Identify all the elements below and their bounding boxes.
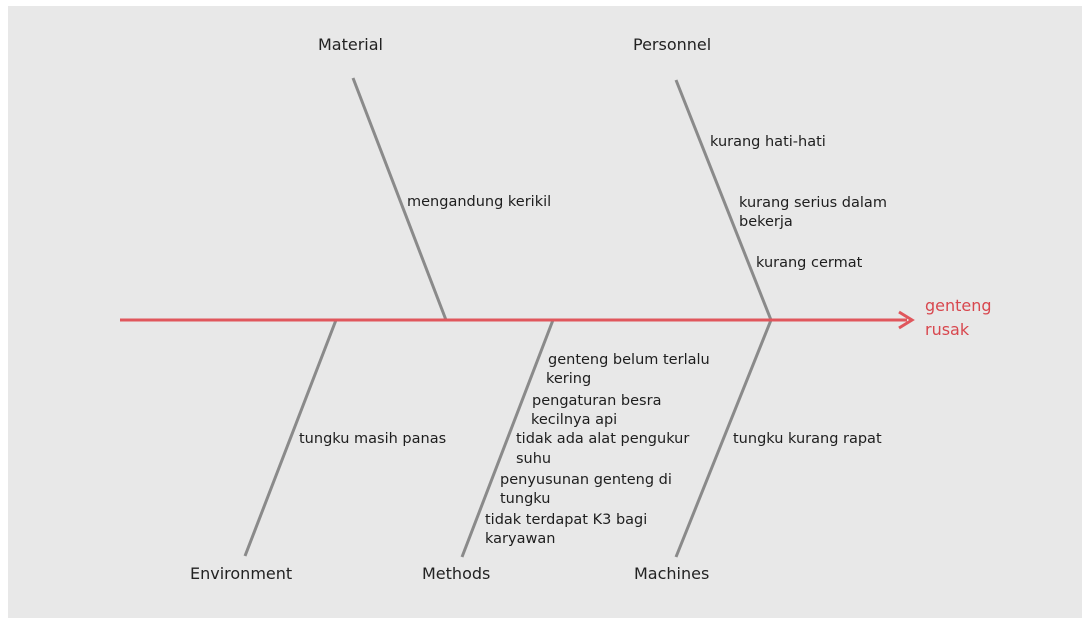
cause-machines-1: tungku kurang rapat <box>733 431 882 447</box>
cause-methods-4-line1: penyusunan genteng di <box>500 472 672 488</box>
bone-personnel <box>674 79 773 321</box>
effect-label-line1: genteng <box>925 296 992 315</box>
bone-machines <box>674 319 773 558</box>
category-material-label: Material <box>318 35 383 54</box>
cause-personnel-2-line1: kurang serius dalam <box>739 195 887 211</box>
category-environment-label: Environment <box>190 564 293 583</box>
cause-methods-2-line1: pengaturan besra <box>532 393 662 409</box>
cause-methods-2-line2: kecilnya api <box>531 412 618 428</box>
cause-personnel-2-line2: bekerja <box>739 214 793 230</box>
bone-methods <box>460 319 555 558</box>
category-methods-label: Methods <box>422 564 491 583</box>
category-machines-label: Machines <box>634 564 710 583</box>
cause-methods-3-line2: suhu <box>516 451 552 467</box>
cause-methods-3-line1: tidak ada alat pengukur <box>516 431 690 447</box>
cause-methods-1-line1: genteng belum terlalu <box>548 352 710 368</box>
spine-arrowhead <box>898 310 915 330</box>
cause-methods-4-line2: tungku <box>500 491 551 507</box>
cause-material-1: mengandung kerikil <box>407 194 552 210</box>
cause-environment-1: tungku masih panas <box>299 431 447 447</box>
cause-methods-5-line2: karyawan <box>485 531 556 547</box>
category-personnel-label: Personnel <box>633 35 712 54</box>
cause-personnel-1: kurang hati-hati <box>710 134 826 150</box>
effect-label-line2: rusak <box>925 320 970 339</box>
cause-methods-5-line1: tidak terdapat K3 bagi <box>485 512 648 528</box>
bone-environment <box>243 319 338 557</box>
bone-material <box>351 77 448 321</box>
cause-personnel-3: kurang cermat <box>756 255 863 271</box>
cause-methods-1-line2: kering <box>546 371 592 387</box>
diagram-background <box>8 6 1082 618</box>
